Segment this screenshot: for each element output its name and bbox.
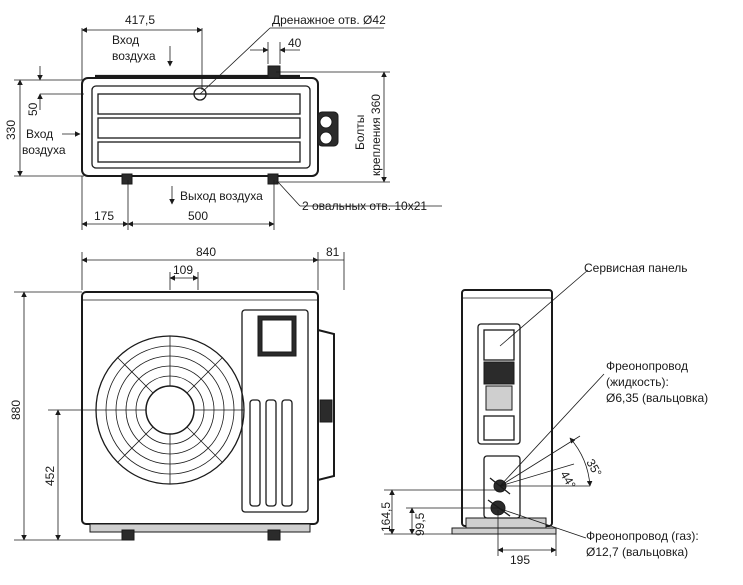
top-view: 417,5 Дренажное отв. Ø42 40 Вход воздуха… <box>4 13 442 230</box>
service-panel-label: Сервисная панель <box>584 261 688 275</box>
fan-grille-icon <box>95 335 245 485</box>
liquid-pipe-label-3: Ø6,35 (вальцовка) <box>606 391 708 405</box>
drain-hole-icon <box>193 87 207 101</box>
air-in-side-label-1: Вход <box>26 127 53 141</box>
bolts-label-1: Болты <box>353 115 367 150</box>
air-in-side-label-2: воздуха <box>22 143 66 157</box>
gas-pipe-label-2: Ø12,7 (вальцовка) <box>586 545 688 559</box>
top-view-grille-slat <box>97 93 301 115</box>
gas-pipe-label-1: Фреонопровод (газ): <box>586 529 699 543</box>
dim-175: 175 <box>94 209 114 223</box>
dim-40: 40 <box>288 36 302 50</box>
front-service-panel <box>241 309 309 513</box>
dim-500: 500 <box>188 209 208 223</box>
valve-panel <box>483 455 521 519</box>
liquid-pipe-label-2: (жидкость): <box>606 375 669 389</box>
dim-880: 880 <box>9 400 23 420</box>
dim-417-5: 417,5 <box>125 13 155 27</box>
air-in-top-label-2: воздуха <box>112 49 156 63</box>
dim-50: 50 <box>26 102 40 116</box>
dim-195: 195 <box>510 553 530 567</box>
dim-81: 81 <box>326 245 340 259</box>
oval-holes-label: 2 овальных отв. 10x21 <box>302 199 427 213</box>
dim-840: 840 <box>196 245 216 259</box>
air-out-label: Выход воздуха <box>180 189 263 203</box>
dim-452: 452 <box>43 466 57 486</box>
air-in-top-label-1: Вход <box>112 33 139 47</box>
top-view-grille-slat <box>97 141 301 163</box>
side-service-panel <box>477 323 521 445</box>
dim-164-5: 164,5 <box>379 502 393 532</box>
angle-35: 35° <box>583 457 604 480</box>
drain-hole-label: Дренажное отв. Ø42 <box>272 13 386 27</box>
top-view-grille-slat <box>97 117 301 139</box>
dim-109: 109 <box>173 263 193 277</box>
liquid-pipe-label-1: Фреонопровод <box>606 359 688 373</box>
top-view-body <box>81 77 319 177</box>
angle-44: 44° <box>557 469 578 492</box>
front-view: 840 81 109 880 452 <box>9 245 345 541</box>
side-view: Сервисная панель Фреонопровод (жидкость)… <box>379 261 708 567</box>
bolts-label-2: крепления 360 <box>369 94 383 176</box>
dim-99-5: 99,5 <box>413 512 427 536</box>
dim-330: 330 <box>4 120 18 140</box>
